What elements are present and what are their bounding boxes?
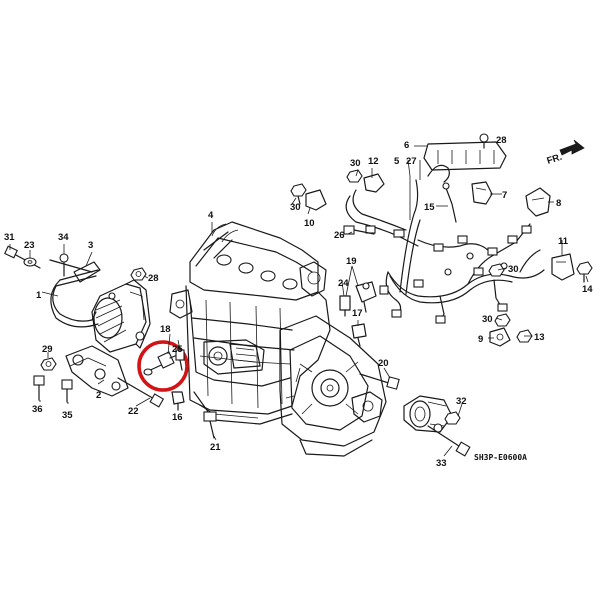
sensor-19	[355, 281, 377, 313]
callout-30-left: 30	[290, 202, 301, 213]
leader-lines	[9, 145, 589, 457]
sensor-18	[143, 351, 181, 376]
callout-24: 24	[338, 278, 349, 289]
wire-harness	[345, 179, 545, 324]
callout-11: 11	[558, 236, 569, 247]
nut-28-left	[130, 267, 147, 281]
bolt-30-lower	[494, 313, 511, 327]
callout-32: 32	[456, 396, 467, 407]
callout-30-top: 30	[350, 158, 361, 169]
callout-27: 27	[406, 156, 417, 167]
connector-bar-6	[423, 141, 507, 171]
callout-12: 12	[368, 156, 379, 167]
callout-31: 31	[4, 232, 15, 243]
drive-belt	[50, 269, 99, 328]
callout-35: 35	[62, 410, 73, 421]
engine-block	[169, 221, 387, 457]
drawing-code: SH3P-E0600A	[474, 453, 527, 462]
callout-30-mid: 30	[508, 264, 519, 275]
bolt-22	[117, 377, 165, 408]
callout-14: 14	[582, 284, 593, 295]
callout-25: 25	[172, 344, 183, 355]
bolt-35	[61, 379, 73, 403]
callout-30-lower: 30	[482, 314, 493, 325]
adjuster-bracket	[49, 253, 101, 283]
bolt-14	[576, 261, 593, 283]
callout-21: 21	[210, 442, 221, 453]
callout-3: 3	[88, 240, 93, 251]
callout-16: 16	[172, 412, 183, 423]
nut-32	[444, 411, 461, 425]
bolt-30-upper	[346, 169, 363, 183]
bolt-20	[359, 373, 400, 390]
clip-12	[363, 173, 385, 193]
callout-36: 36	[32, 404, 43, 415]
callout-29: 29	[42, 344, 53, 355]
bolt-30-mid	[488, 263, 505, 277]
callout-7: 7	[502, 190, 507, 201]
callout-15: 15	[424, 202, 435, 213]
bolt-36	[33, 375, 45, 401]
bolt-33	[427, 425, 471, 457]
sensor-17	[351, 323, 367, 347]
callout-28-left: 28	[148, 273, 159, 284]
callout-22: 22	[128, 406, 139, 417]
callout-28-top: 28	[496, 135, 507, 146]
callout-1: 1	[36, 290, 42, 301]
callout-26: 26	[334, 230, 345, 241]
bolt-28-top	[479, 133, 489, 149]
starter-solenoid	[403, 395, 453, 433]
washer-23	[23, 257, 37, 267]
sensor-24	[339, 295, 351, 317]
callout-2: 2	[96, 390, 101, 401]
bolt-21	[203, 411, 217, 439]
callout-18: 18	[160, 324, 171, 335]
alternator-bracket	[65, 345, 129, 397]
callout-8: 8	[556, 198, 561, 209]
wire-15	[427, 164, 457, 223]
callout-23: 23	[24, 240, 35, 251]
callout-34: 34	[58, 232, 69, 243]
bracket-11	[551, 253, 575, 281]
highlight-circle	[137, 340, 189, 392]
callout-6: 6	[404, 140, 409, 151]
callout-5: 5	[394, 156, 400, 167]
callout-13: 13	[534, 332, 545, 343]
callout-9: 9	[478, 334, 483, 345]
callout-19: 19	[346, 256, 357, 267]
bolt-30-left	[290, 183, 307, 205]
front-direction-label: FR.	[546, 152, 564, 167]
bracket-7	[471, 181, 493, 205]
front-direction-arrow	[559, 139, 585, 156]
callout-labels: 1 2 3 4 5 6 7 8 9 10 11 12 13 14 15 16 1…	[4, 135, 593, 469]
nut-29	[40, 357, 57, 371]
callout-10: 10	[304, 218, 315, 229]
callout-4: 4	[208, 210, 214, 221]
callout-33: 33	[436, 458, 447, 469]
sensor-26	[343, 225, 375, 235]
alternator	[91, 279, 151, 353]
sensor-9	[489, 327, 511, 347]
callout-17: 17	[352, 308, 363, 319]
clip-10	[305, 189, 327, 211]
bracket-8	[525, 187, 551, 217]
callout-20: 20	[378, 358, 389, 369]
